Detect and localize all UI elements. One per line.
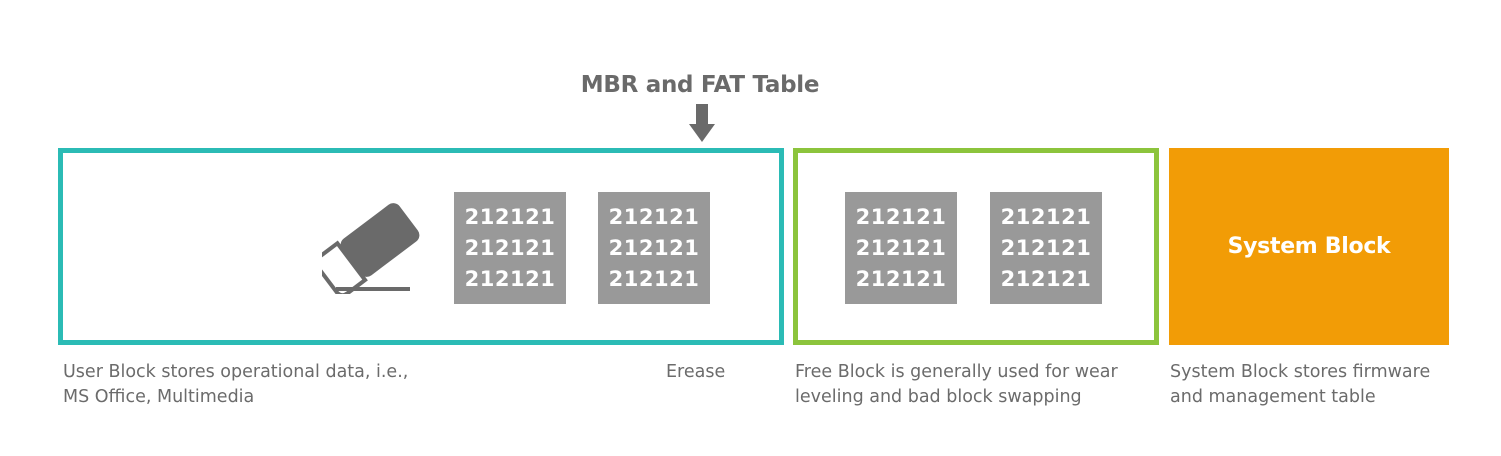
arrow-down-icon bbox=[689, 104, 715, 142]
caption-line: Free Block is generally used for wear bbox=[795, 362, 1118, 382]
data-block-line: 212121 bbox=[1000, 236, 1092, 260]
free-block-caption: Free Block is generally used for wear le… bbox=[795, 360, 1118, 410]
user-block-caption: User Block stores operational data, i.e.… bbox=[63, 360, 408, 410]
data-block-line: 212121 bbox=[1000, 267, 1092, 291]
data-block: 212121 212121 212121 bbox=[454, 192, 566, 304]
data-block-line: 212121 bbox=[855, 236, 947, 260]
data-block-line: 212121 bbox=[1000, 205, 1092, 229]
data-block-line: 212121 bbox=[855, 267, 947, 291]
data-block-line: 212121 bbox=[464, 236, 556, 260]
free-block bbox=[793, 148, 1159, 345]
data-block: 212121 212121 212121 bbox=[598, 192, 710, 304]
caption-line: MS Office, Multimedia bbox=[63, 387, 255, 407]
system-block-caption: System Block stores firmware and managem… bbox=[1170, 360, 1430, 410]
data-block-line: 212121 bbox=[608, 236, 700, 260]
erase-label: Erease bbox=[666, 362, 726, 382]
data-block-line: 212121 bbox=[608, 267, 700, 291]
data-block-line: 212121 bbox=[464, 267, 556, 291]
data-block-line: 212121 bbox=[464, 205, 556, 229]
caption-line: and management table bbox=[1170, 387, 1376, 407]
diagram-title: MBR and FAT Table bbox=[580, 72, 820, 98]
caption-line: System Block stores firmware bbox=[1170, 362, 1431, 382]
caption-line: leveling and bad block swapping bbox=[795, 387, 1082, 407]
user-block bbox=[58, 148, 784, 345]
caption-line: User Block stores operational data, i.e.… bbox=[63, 362, 409, 382]
data-block: 212121 212121 212121 bbox=[990, 192, 1102, 304]
data-block-line: 212121 bbox=[855, 205, 947, 229]
system-block: System Block bbox=[1169, 148, 1449, 345]
data-block-line: 212121 bbox=[608, 205, 700, 229]
system-block-label: System Block bbox=[1227, 234, 1391, 259]
eraser-icon bbox=[322, 203, 420, 294]
data-block: 212121 212121 212121 bbox=[845, 192, 957, 304]
